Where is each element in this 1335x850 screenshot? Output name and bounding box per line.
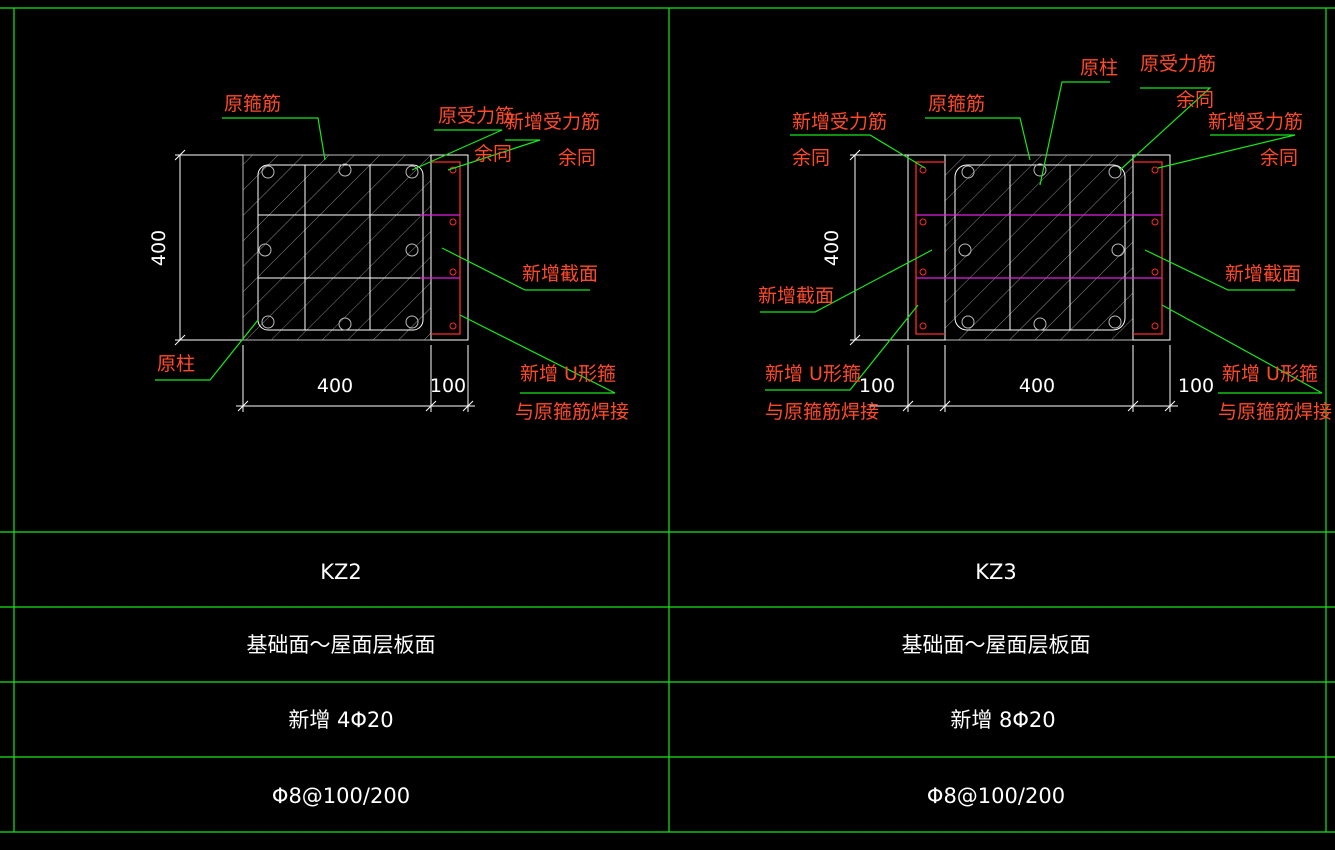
new-bars xyxy=(449,166,457,330)
kz2-section-detail: 400 400 100 原箍筋 原受力筋 余同 新增受力筋 余同 新增截面 原柱… xyxy=(148,93,629,423)
kz3-label-same-top: 余同 xyxy=(1176,89,1214,111)
kz2-dimension-lines xyxy=(174,149,475,412)
col2-added-bars: 新增 8Φ20 xyxy=(950,708,1055,732)
kz2-ext-dim: 100 xyxy=(430,375,466,397)
kz2-label-same-2: 余同 xyxy=(558,147,596,169)
kz3-label-weld-note-left: 与原箍筋焊接 xyxy=(765,401,879,423)
original-stirrup-grid xyxy=(257,164,431,331)
new-section-outline xyxy=(430,154,469,341)
kz3-label-new-main-bar-right: 新增受力筋 xyxy=(1208,111,1303,133)
kz3-label-new-main-bar-left: 新增受力筋 xyxy=(792,111,887,133)
schedule-table: KZ2 基础面～屋面层板面 新增 4Φ20 Φ8@100/200 KZ3 基础面… xyxy=(247,560,1091,808)
kz2-width-dim: 400 xyxy=(317,375,353,397)
col1-range: 基础面～屋面层板面 xyxy=(247,633,436,657)
kz3-label-orig-stirrup: 原箍筋 xyxy=(928,93,985,115)
new-section-right-outline xyxy=(1132,154,1171,341)
original-bars xyxy=(258,163,419,331)
original-column-section xyxy=(242,154,432,341)
kz2-label-orig-stirrup: 原箍筋 xyxy=(224,93,281,115)
original-bars xyxy=(958,163,1125,331)
col1-stirrups: Φ8@100/200 xyxy=(272,784,410,808)
kz2-label-new-section: 新增截面 xyxy=(522,263,598,285)
col2-range: 基础面～屋面层板面 xyxy=(902,633,1091,657)
col1-added-bars: 新增 4Φ20 xyxy=(288,708,393,732)
kz2-label-orig-main-bar: 原受力筋 xyxy=(438,105,514,127)
frame-grid xyxy=(0,7,1335,833)
col2-name: KZ3 xyxy=(975,560,1017,584)
new-ties xyxy=(916,214,1162,279)
kz3-label-orig-main-bar: 原受力筋 xyxy=(1140,53,1216,75)
new-section-left-outline xyxy=(907,154,946,341)
kz3-height-dim: 400 xyxy=(821,230,843,266)
col1-name: KZ2 xyxy=(320,560,362,584)
kz2-label-weld-note: 与原箍筋焊接 xyxy=(515,401,629,423)
kz3-section-detail: 400 400 100 100 原柱 原受力筋 余同 原箍筋 新增受力筋 余同 … xyxy=(758,53,1332,423)
kz3-label-new-section-right: 新增截面 xyxy=(1225,263,1301,285)
kz3-label-same-left: 余同 xyxy=(792,147,830,169)
kz2-height-dim: 400 xyxy=(148,230,170,266)
new-bars xyxy=(919,166,1159,330)
kz3-label-new-section-left: 新增截面 xyxy=(758,285,834,307)
original-column-section xyxy=(944,154,1134,341)
kz3-label-new-u-stirrup-right: 新增 U形箍 xyxy=(1222,363,1318,385)
kz3-label-orig-column: 原柱 xyxy=(1080,57,1118,79)
kz3-label-weld-note-right: 与原箍筋焊接 xyxy=(1218,401,1332,423)
kz3-label-new-u-stirrup-left: 新增 U形箍 xyxy=(765,363,861,385)
new-u-stirrup-left xyxy=(915,161,945,335)
kz2-label-new-main-bar: 新增受力筋 xyxy=(505,111,600,133)
kz3-width-dim: 400 xyxy=(1019,375,1055,397)
kz2-label-same-1: 余同 xyxy=(474,143,512,165)
kz3-label-same-right: 余同 xyxy=(1260,147,1298,169)
new-u-stirrup xyxy=(431,161,461,335)
kz3-dimension-lines xyxy=(849,149,1178,412)
kz2-leader-lines xyxy=(155,117,616,394)
kz2-label-new-u-stirrup: 新增 U形箍 xyxy=(520,363,616,385)
kz3-ext-right-dim: 100 xyxy=(1178,375,1214,397)
kz2-label-orig-column: 原柱 xyxy=(157,353,195,375)
new-ties xyxy=(420,214,460,279)
kz3-ext-left-dim: 100 xyxy=(859,375,895,397)
kz3-leader-lines xyxy=(760,81,1323,394)
new-u-stirrup-right xyxy=(1133,161,1163,335)
col2-stirrups: Φ8@100/200 xyxy=(927,784,1065,808)
